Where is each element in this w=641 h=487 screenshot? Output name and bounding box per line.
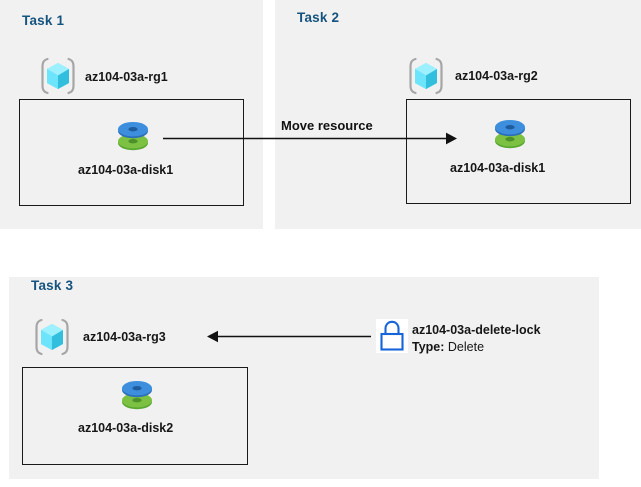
resource-group-icon (406, 57, 446, 95)
lock-type-label: Type: (412, 340, 445, 354)
resource-label-disk1-task1: az104-03a-disk1 (78, 163, 174, 177)
lock-type-row: Type: Delete (412, 340, 484, 354)
resource-label-disk1-task2: az104-03a-disk1 (450, 161, 546, 175)
managed-disk-icon (112, 116, 154, 156)
task-2-heading: Task 2 (297, 10, 340, 25)
resource-group-icon (38, 57, 78, 95)
managed-disk-icon (489, 114, 531, 154)
move-resource-caption: Move resource (281, 118, 373, 133)
lock-to-resource-group-arrow (207, 330, 371, 343)
resource-label-disk2-task3: az104-03a-disk2 (78, 421, 174, 435)
managed-disk-icon (116, 375, 158, 415)
lock-name-label: az104-03a-delete-lock (412, 323, 541, 337)
lock-icon (376, 319, 408, 353)
task-1-heading: Task 1 (22, 13, 65, 28)
task-3-heading: Task 3 (31, 278, 74, 293)
move-resource-arrow (163, 132, 457, 145)
task-2-resource-box (406, 99, 631, 204)
resource-group-label-rg2: az104-03a-rg2 (455, 69, 538, 83)
task-1-resource-box (19, 99, 244, 206)
resource-group-icon (32, 318, 72, 356)
lock-type-value: Delete (447, 340, 485, 354)
resource-group-label-rg3: az104-03a-rg3 (83, 330, 166, 344)
resource-group-label-rg1: az104-03a-rg1 (85, 70, 168, 84)
